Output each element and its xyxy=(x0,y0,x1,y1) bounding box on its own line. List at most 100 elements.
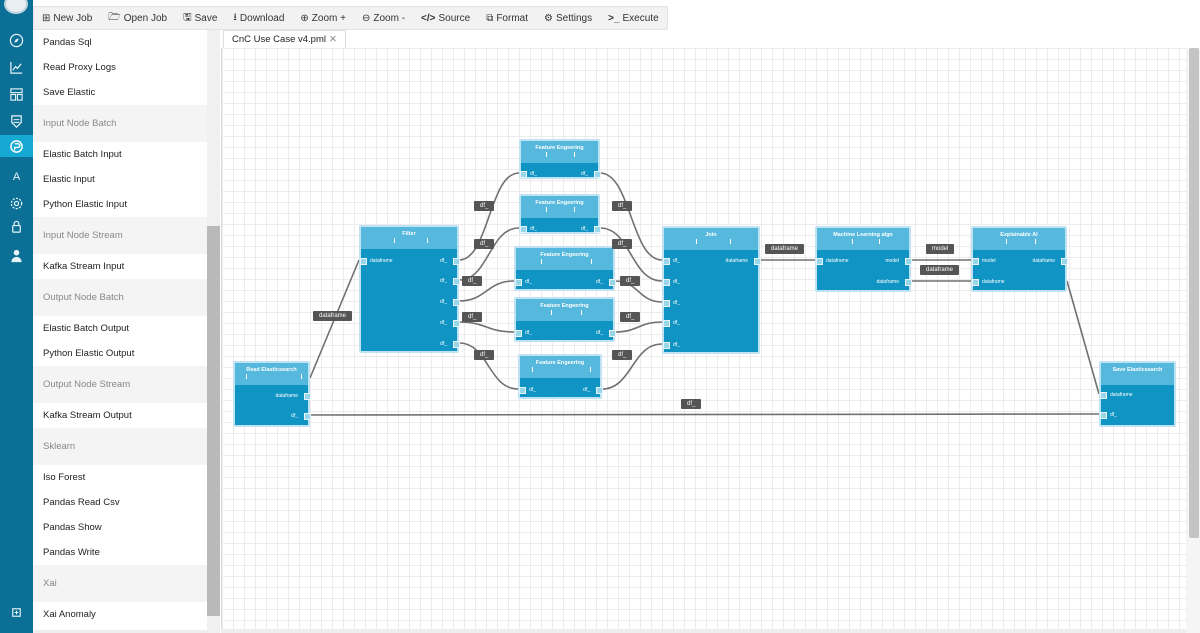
palette-category[interactable]: Input Node Batch xyxy=(33,105,208,142)
edge-label[interactable]: model xyxy=(926,244,955,254)
output-port[interactable] xyxy=(596,387,603,394)
canvas-scroll-thumb[interactable] xyxy=(1189,48,1199,538)
input-port[interactable] xyxy=(663,300,670,307)
output-port[interactable] xyxy=(453,278,460,285)
node-header[interactable] xyxy=(361,227,457,249)
user-icon[interactable] xyxy=(0,244,33,266)
input-port[interactable] xyxy=(515,330,522,337)
node-header[interactable] xyxy=(235,363,308,385)
palette-scroll-thumb[interactable] xyxy=(207,226,220,616)
palette-item[interactable]: Read Proxy Logs xyxy=(43,62,116,73)
format-button[interactable]: ⧉Format xyxy=(478,6,536,30)
palette-item[interactable]: Pandas Write xyxy=(43,547,100,558)
palette-item[interactable]: Elastic Batch Output xyxy=(43,323,130,334)
open-job-button[interactable]: 🗁Open Job xyxy=(100,6,175,30)
input-port[interactable] xyxy=(663,342,670,349)
app-logo[interactable] xyxy=(4,0,28,14)
palette-item[interactable]: Pandas Show xyxy=(43,522,102,533)
input-port[interactable] xyxy=(816,258,823,265)
palette-scrollbar[interactable] xyxy=(207,30,220,633)
input-port[interactable] xyxy=(520,226,527,233)
node-header[interactable] xyxy=(516,299,613,321)
edge-label[interactable]: df_ xyxy=(462,276,483,286)
output-port[interactable] xyxy=(609,279,616,286)
palette-item[interactable]: Elastic Batch Input xyxy=(43,149,122,160)
node-header[interactable] xyxy=(520,356,600,378)
edge-label[interactable]: df_ xyxy=(474,350,495,360)
output-port[interactable] xyxy=(453,320,460,327)
tab-cnc-use-case[interactable]: CnC Use Case v4.pml✕ xyxy=(223,30,346,48)
edge-label[interactable]: df_ xyxy=(474,201,495,211)
edge-label[interactable]: df_ xyxy=(612,201,633,211)
input-port[interactable] xyxy=(1100,392,1107,399)
node-header[interactable] xyxy=(516,248,613,270)
edge-fe1-join[interactable] xyxy=(599,172,663,261)
output-port[interactable] xyxy=(453,299,460,306)
edge-read-save[interactable] xyxy=(309,413,1100,416)
compass-icon[interactable] xyxy=(0,29,33,51)
palette-category[interactable]: Output Node Stream xyxy=(33,366,208,403)
output-port[interactable] xyxy=(453,258,460,265)
output-port[interactable] xyxy=(609,330,616,337)
input-port[interactable] xyxy=(972,258,979,265)
edge-label[interactable]: df_ xyxy=(620,276,641,286)
input-port[interactable] xyxy=(663,320,670,327)
output-port[interactable] xyxy=(304,413,311,420)
zoom-out-button[interactable]: ⊖Zoom - xyxy=(354,6,413,30)
palette-item[interactable]: Kafka Stream Output xyxy=(43,410,132,421)
palette-category[interactable]: Xai xyxy=(33,565,208,602)
edge-label[interactable]: dataframe xyxy=(313,311,353,321)
shield-icon[interactable] xyxy=(0,110,33,132)
palette-category[interactable]: Sklearn xyxy=(33,428,208,465)
edge-fe4-join[interactable] xyxy=(614,321,663,333)
input-port[interactable] xyxy=(663,258,670,265)
edge-xai-save[interactable] xyxy=(1066,280,1100,395)
dashboard-icon[interactable] xyxy=(0,83,33,105)
palette-item[interactable]: Save Elastic xyxy=(43,87,96,98)
palette-item[interactable]: Python Elastic Input xyxy=(43,199,127,210)
close-icon[interactable]: ✕ xyxy=(328,34,337,45)
input-port[interactable] xyxy=(972,279,979,286)
edge-fe5-join[interactable] xyxy=(601,343,663,390)
input-port[interactable] xyxy=(520,171,527,178)
output-port[interactable] xyxy=(905,279,912,286)
source-button[interactable]: </>Source xyxy=(413,6,478,30)
palette-item[interactable]: Iso Forest xyxy=(43,472,86,483)
input-port[interactable] xyxy=(360,258,367,265)
lock-icon[interactable] xyxy=(0,215,33,237)
edge-label[interactable]: dataframe xyxy=(765,244,805,254)
output-port[interactable] xyxy=(905,258,912,265)
palette-item[interactable]: Python Elastic Output xyxy=(43,348,135,359)
settings-button[interactable]: ⚙Settings xyxy=(536,6,600,30)
output-port[interactable] xyxy=(1061,258,1068,265)
node-header[interactable] xyxy=(521,141,598,163)
output-port[interactable] xyxy=(594,171,601,178)
download-button[interactable]: ⭳Download xyxy=(225,6,292,30)
edge-filter-fe1[interactable] xyxy=(458,172,520,261)
palette-item[interactable]: Pandas Sql xyxy=(43,37,92,48)
execute-button[interactable]: >_Execute xyxy=(600,6,667,30)
canvas-horizontal-scrollbar[interactable] xyxy=(221,629,1186,633)
zoom-in-button[interactable]: ⊕Zoom + xyxy=(292,6,354,30)
edge-label[interactable]: df_ xyxy=(681,399,702,409)
edge-label[interactable]: dataframe xyxy=(920,265,960,275)
node-header[interactable] xyxy=(973,228,1065,250)
palette-item[interactable]: Xai Anomaly xyxy=(43,609,96,620)
edge-label[interactable]: df_ xyxy=(612,350,633,360)
input-port[interactable] xyxy=(1100,412,1107,419)
collapse-icon[interactable] xyxy=(0,601,33,623)
edge-label[interactable]: df_ xyxy=(474,239,495,249)
new-job-button[interactable]: ⊞New Job xyxy=(34,6,100,30)
edge-filter-fe4[interactable] xyxy=(458,321,515,333)
input-port[interactable] xyxy=(663,279,670,286)
input-port[interactable] xyxy=(515,279,522,286)
